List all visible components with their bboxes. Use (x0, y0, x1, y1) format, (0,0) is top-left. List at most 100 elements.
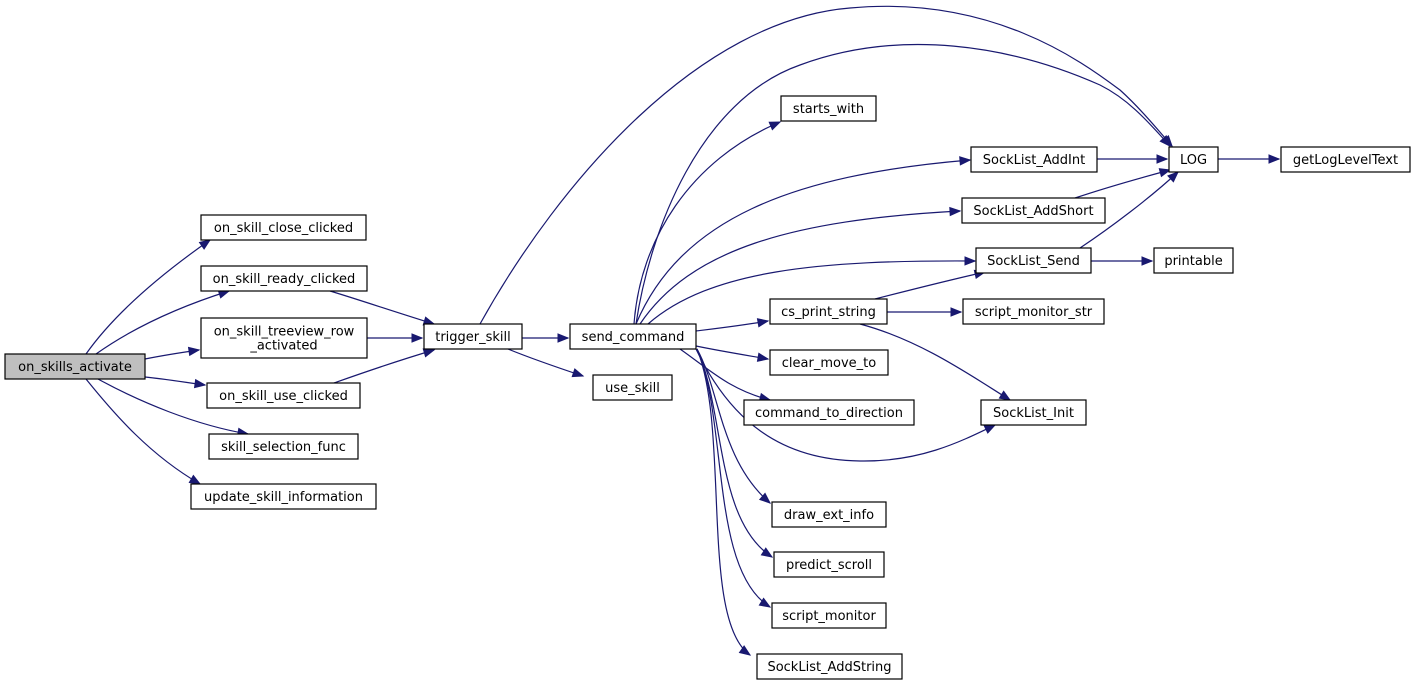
node-box (200, 214, 367, 241)
edge-SockList_Send-to-LOG (1079, 171, 1179, 249)
node-label: SockList_AddInt (983, 153, 1085, 168)
edge-line (635, 43, 1171, 325)
node-box (970, 146, 1098, 173)
edge-line (696, 348, 751, 656)
arrowhead-icon (411, 333, 424, 343)
node-label: SockList_AddShort (973, 204, 1093, 219)
node-SockList_AddString[interactable]: SockList_AddString (756, 653, 903, 680)
arrowhead-icon (571, 368, 585, 378)
arrowhead-icon (738, 645, 752, 656)
edge-on_skill_treeview_row_activated-to-trigger_skill (366, 333, 424, 343)
node-box (423, 323, 523, 350)
node-box (200, 317, 368, 359)
node-on_skill_use_clicked[interactable]: on_skill_use_clicked (206, 382, 361, 409)
node-SockList_Init[interactable]: SockList_Init (980, 399, 1087, 426)
node-printable[interactable]: printable (1153, 247, 1234, 274)
arrowhead-icon (1167, 171, 1179, 183)
node-label: SockList_Send (987, 254, 1080, 269)
node-on_skills_activate[interactable]: on_skills_activate (4, 353, 146, 380)
node-update_skill_information[interactable]: update_skill_information (190, 483, 377, 510)
node-box (961, 197, 1106, 224)
edge-line (97, 378, 249, 435)
node-SockList_Send[interactable]: SockList_Send (975, 247, 1092, 274)
node-label: on_skill_treeview_row (214, 325, 355, 340)
node-SockList_AddShort[interactable]: SockList_AddShort (961, 197, 1106, 224)
node-use_skill[interactable]: use_skill (592, 374, 673, 401)
edge-line (635, 159, 971, 325)
edge-send_command-to-script_monitor (696, 348, 772, 608)
node-skill_selection_func[interactable]: skill_selection_func (208, 433, 359, 460)
edge-SockList_AddInt-to-LOG (1097, 154, 1169, 164)
edge-on_skills_activate-to-on_skill_treeview_row_activated (144, 346, 201, 360)
edge-line (679, 348, 771, 401)
node-starts_with[interactable]: starts_with (780, 95, 877, 122)
node-label: script_monitor (782, 609, 876, 624)
node-label: on_skill_ready_clicked (213, 272, 356, 287)
node-label: command_to_direction (755, 406, 903, 421)
node-label: script_monitor_str (975, 305, 1093, 320)
edge-line (859, 323, 1011, 401)
node-command_to_direction[interactable]: command_to_direction (743, 399, 915, 426)
edge-send_command-to-SockList_AddInt (635, 156, 972, 325)
node-label: starts_with (793, 102, 864, 117)
node-trigger_skill[interactable]: trigger_skill (423, 323, 523, 350)
node-box (190, 483, 377, 510)
edge-line (647, 260, 976, 325)
arrowhead-icon (760, 547, 774, 558)
node-label: cs_print_string (781, 305, 876, 320)
node-send_command[interactable]: send_command (569, 323, 697, 350)
arrowhead-icon (950, 307, 963, 317)
arrowhead-icon (998, 390, 1012, 401)
edge-line (695, 345, 769, 360)
arrowhead-icon (758, 597, 772, 608)
node-label: trigger_skill (435, 330, 511, 345)
node-label: predict_scroll (786, 558, 872, 573)
edge-send_command-to-SockList_AddString (696, 348, 752, 656)
edge-on_skills_activate-to-on_skill_close_clicked (85, 239, 212, 355)
node-cs_print_string[interactable]: cs_print_string (769, 298, 888, 325)
node-predict_scroll[interactable]: predict_scroll (773, 551, 885, 578)
node-draw_ext_info[interactable]: draw_ext_info (771, 501, 887, 528)
arrowhead-icon (422, 348, 436, 358)
node-label: LOG (1180, 153, 1207, 168)
node-box (771, 602, 887, 629)
node-clear_move_to[interactable]: clear_move_to (769, 349, 889, 376)
node-on_skill_ready_clicked[interactable]: on_skill_ready_clicked (200, 265, 368, 292)
arrowhead-icon (983, 424, 997, 434)
node-box (980, 399, 1087, 426)
arrowhead-icon (758, 492, 772, 504)
edge-line (85, 239, 211, 355)
edge-cs_print_string-to-SockList_Send (874, 269, 987, 300)
edge-cs_print_string-to-script_monitor_str (886, 307, 963, 317)
edge-line (1079, 171, 1179, 249)
edge-line (639, 210, 961, 325)
node-on_skill_treeview_row_activated[interactable]: on_skill_treeview_row_activated (200, 317, 368, 359)
edge-cs_print_string-to-SockList_Init (859, 323, 1012, 401)
node-box (592, 374, 673, 401)
node-script_monitor[interactable]: script_monitor (771, 602, 887, 629)
edge-SockList_Send-to-printable (1091, 256, 1154, 266)
node-on_skill_close_clicked[interactable]: on_skill_close_clicked (200, 214, 367, 241)
arrowhead-icon (756, 318, 770, 328)
node-box (756, 653, 903, 680)
node-LOG[interactable]: LOG (1168, 146, 1219, 173)
node-box (769, 349, 889, 376)
node-label: skill_selection_func (221, 440, 346, 455)
edge-send_command-to-starts_with (633, 121, 782, 325)
node-script_monitor_str[interactable]: script_monitor_str (962, 298, 1105, 325)
node-box (962, 298, 1105, 325)
node-box (569, 323, 697, 350)
arrowhead-icon (756, 352, 770, 362)
edge-line (507, 348, 584, 377)
node-SockList_AddInt[interactable]: SockList_AddInt (970, 146, 1098, 173)
arrowhead-icon (193, 378, 207, 389)
arrowhead-icon (188, 474, 202, 485)
arrowhead-icon (1156, 154, 1169, 164)
edge-send_command-to-SockList_AddShort (639, 206, 962, 325)
arrowhead-icon (1268, 154, 1281, 164)
node-getLogLevelText[interactable]: getLogLevelText (1280, 146, 1411, 173)
arrowhead-icon (1141, 256, 1154, 266)
node-box (206, 382, 361, 409)
node-box (769, 298, 888, 325)
edge-send_command-to-clear_move_to (695, 345, 770, 362)
